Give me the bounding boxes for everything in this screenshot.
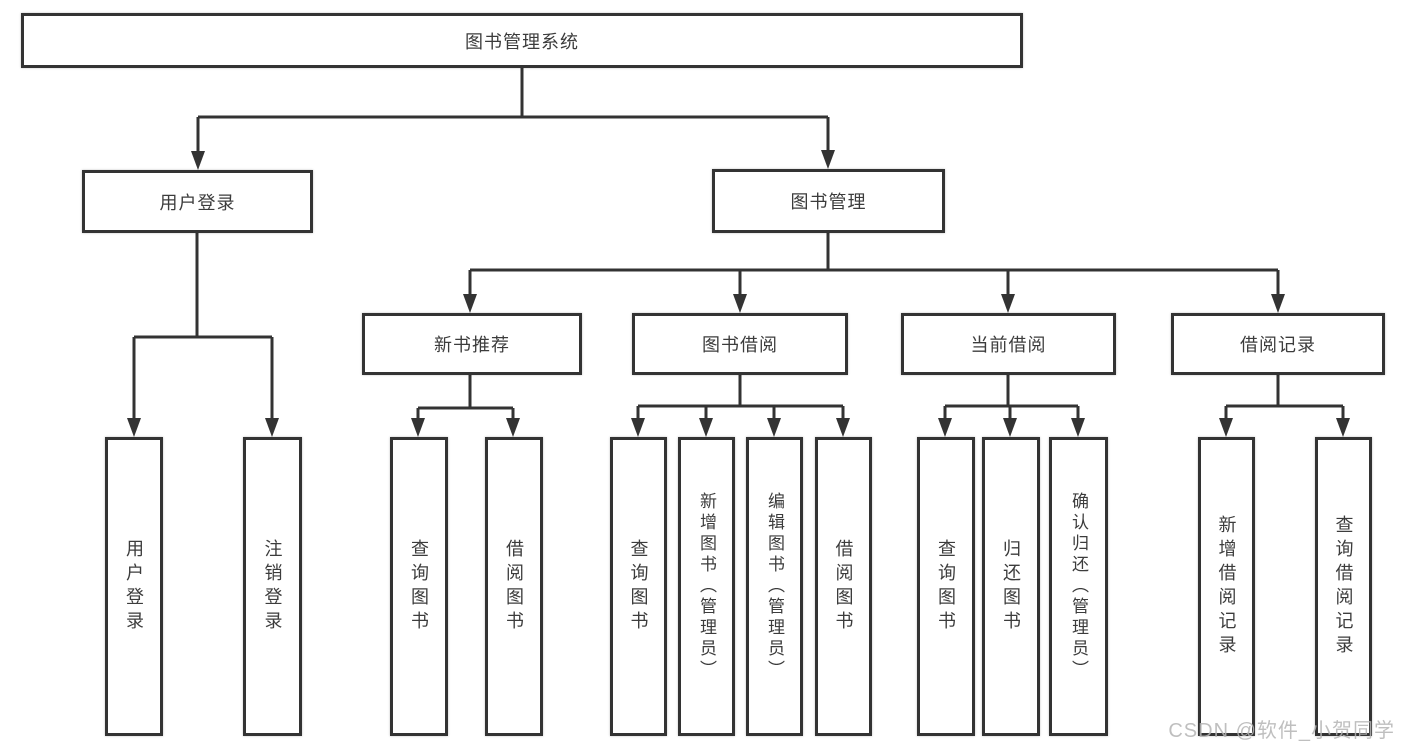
leaf-logout: 注销登录 bbox=[243, 437, 302, 736]
node-new-book-recommend: 新书推荐 bbox=[362, 313, 582, 375]
node-label: 借阅记录 bbox=[1240, 335, 1316, 355]
node-label: 新增借阅记录 bbox=[1216, 514, 1237, 659]
leaf-return-books: 归还图书 bbox=[982, 437, 1040, 736]
node-label: 注销登录 bbox=[262, 538, 283, 635]
leaf-user-login: 用户登录 bbox=[105, 437, 163, 736]
node-current-borrow: 当前借阅 bbox=[901, 313, 1116, 375]
node-label: 当前借阅 bbox=[970, 335, 1047, 355]
node-label: 借阅图书 bbox=[504, 538, 524, 635]
leaf-add-books-admin: 新增图书（管理员） bbox=[678, 437, 735, 736]
arrowheads bbox=[127, 150, 1350, 437]
node-book-management: 图书管理 bbox=[712, 169, 945, 233]
leaf-borrow-books: 借阅图书 bbox=[815, 437, 872, 736]
node-label: 归还图书 bbox=[1001, 538, 1021, 635]
node-label: 借阅图书 bbox=[833, 538, 854, 635]
node-label: 用户登录 bbox=[124, 538, 144, 635]
node-borrow-records: 借阅记录 bbox=[1171, 313, 1385, 375]
leaf-query-books-recommend: 查询图书 bbox=[390, 437, 448, 736]
leaf-edit-books-admin: 编辑图书（管理员） bbox=[746, 437, 803, 736]
leaf-confirm-return-admin: 确认归还（管理员） bbox=[1049, 437, 1108, 736]
node-label: 新增图书（管理员） bbox=[697, 492, 716, 681]
node-label: 查询图书 bbox=[628, 538, 649, 635]
node-label: 查询借阅记录 bbox=[1333, 514, 1354, 659]
leaf-query-borrow-record: 查询借阅记录 bbox=[1315, 437, 1372, 736]
csdn-watermark: CSDN @软件_小贺同学 bbox=[1168, 720, 1395, 742]
node-label: 编辑图书（管理员） bbox=[765, 492, 784, 681]
node-label: 查询图书 bbox=[936, 538, 956, 635]
node-label: 图书管理 bbox=[790, 192, 867, 212]
node-library-system: 图书管理系统 bbox=[21, 13, 1023, 68]
node-book-borrow: 图书借阅 bbox=[632, 313, 848, 375]
node-label: 新书推荐 bbox=[434, 335, 510, 355]
leaf-borrow-books-recommend: 借阅图书 bbox=[485, 437, 543, 736]
node-label: 查询图书 bbox=[409, 538, 429, 635]
node-label: 图书借阅 bbox=[702, 335, 778, 355]
node-user-login: 用户登录 bbox=[82, 170, 313, 233]
node-label: 确认归还（管理员） bbox=[1069, 492, 1088, 681]
node-label: 用户登录 bbox=[159, 192, 236, 213]
node-label: 图书管理系统 bbox=[465, 31, 579, 52]
leaf-add-borrow-record: 新增借阅记录 bbox=[1198, 437, 1255, 736]
leaf-query-books-current: 查询图书 bbox=[917, 437, 975, 736]
leaf-query-books-borrow: 查询图书 bbox=[610, 437, 667, 736]
